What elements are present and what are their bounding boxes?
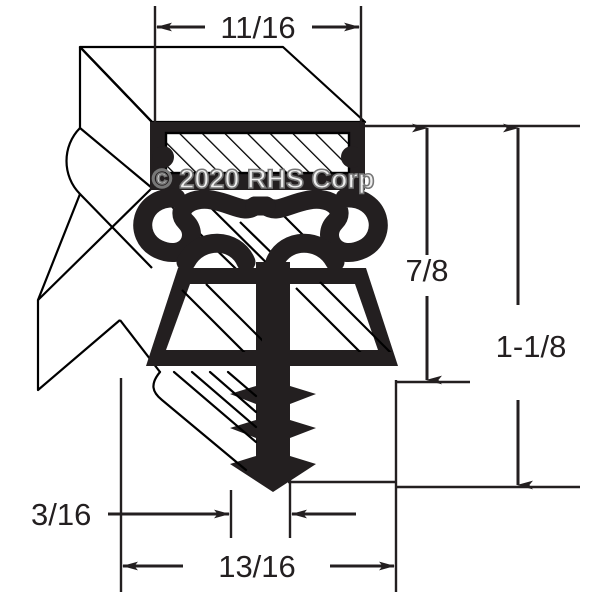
channel-hatch-fill	[166, 133, 349, 173]
dimension-dart-offset: 3/16	[31, 378, 396, 592]
dim-label-dart-offset: 3/16	[31, 497, 91, 532]
dimension-top-width: 11/16	[153, 6, 363, 128]
dim-label-top-width: 11/16	[220, 10, 295, 45]
extrusion-edge-a	[79, 46, 153, 123]
trapezoid-depth-left	[181, 283, 262, 352]
extrusion-bulb-left	[65, 127, 153, 269]
dart-depth-lines	[152, 370, 258, 472]
dimension-outer-height: 1-1/8	[396, 123, 580, 490]
channel-base	[150, 176, 365, 190]
trapezoid-window-left	[166, 284, 258, 350]
dim-label-bottom-width: 13/16	[218, 549, 296, 584]
dim-label-outer-height: 1-1/8	[496, 329, 567, 364]
channel-lip-right	[341, 146, 363, 168]
dart-body	[230, 366, 316, 492]
mounting-channel	[150, 122, 365, 190]
bellows-hump-right	[265, 233, 345, 272]
trapezoid-center-post	[256, 262, 290, 374]
trapezoid-body	[146, 262, 398, 374]
dim-label-inner-height: 7/8	[405, 253, 448, 288]
bellows-loop-right	[256, 188, 388, 262]
extrusion-lower-body	[36, 193, 121, 392]
copyright-watermark: © 2020 RHS Corp	[152, 164, 374, 194]
dimension-bottom-width: 13/16	[122, 380, 398, 592]
bellows-loops	[133, 188, 388, 272]
dimension-inner-height: 7/8	[365, 123, 580, 385]
bellows-loop-left	[133, 188, 265, 262]
bellows-hump-left	[176, 233, 256, 272]
barbed-dart	[230, 366, 316, 492]
extrusion-edge-b	[37, 187, 153, 301]
trapezoid-depth-right	[295, 281, 392, 352]
channel-lip-left	[152, 146, 174, 168]
